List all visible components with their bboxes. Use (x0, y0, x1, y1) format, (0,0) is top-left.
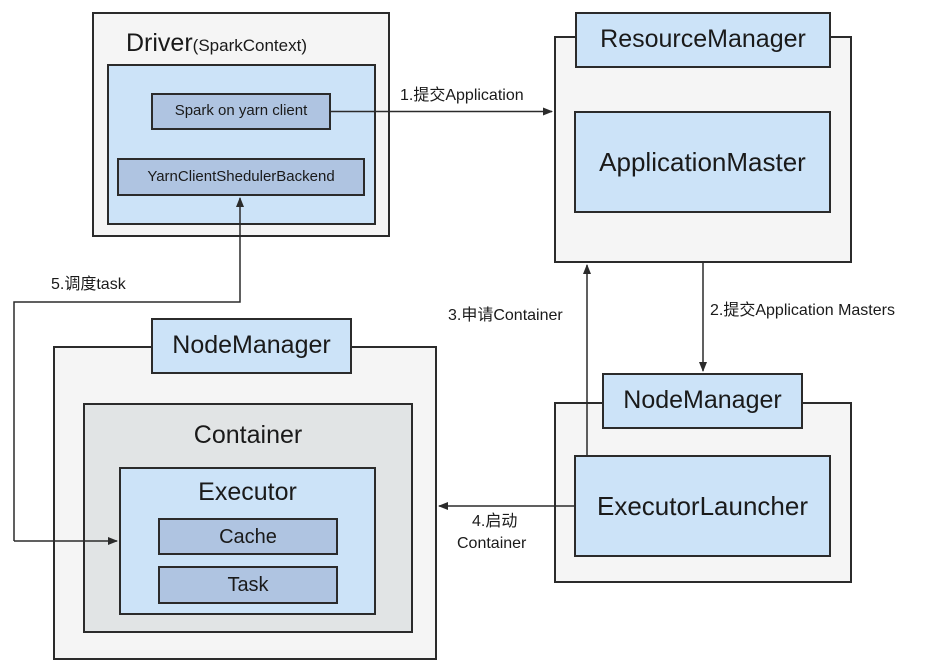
container-title: Container (193, 421, 303, 450)
edge-label-submit-app-masters: 2.提交Application Masters (710, 302, 895, 319)
driver-title-row: Driver(SparkContext) (126, 28, 307, 58)
edge-label-submit-application: 1.提交Application (400, 87, 524, 104)
node-manager-right-header: NodeManager (602, 373, 803, 429)
task-label: Task (227, 574, 269, 596)
edge-label-request-container: 3.申请Container (448, 307, 563, 324)
executor-launcher: ExecutorLauncher (574, 455, 831, 557)
yarn-client-scheduler-backend: YarnClientShedulerBackend (117, 158, 365, 196)
spark-on-yarn-client-label: Spark on yarn client (174, 102, 308, 120)
edge-label-launch-container-2: Container (457, 535, 527, 552)
node-manager-left-title: NodeManager (172, 331, 331, 360)
yarn-client-scheduler-backend-label: YarnClientShedulerBackend (147, 167, 335, 185)
executor-launcher-label: ExecutorLauncher (596, 490, 809, 521)
application-master: ApplicationMaster (574, 111, 831, 213)
node-manager-left-header: NodeManager (151, 318, 352, 374)
application-master-label: ApplicationMaster (599, 146, 806, 177)
edge-label-launch-container-1: 4.启动 (472, 513, 518, 530)
driver-subtitle: (SparkContext) (192, 36, 307, 55)
spark-on-yarn-client: Spark on yarn client (151, 93, 331, 130)
resource-manager-title: ResourceManager (600, 25, 806, 54)
edge-label-schedule-task: 5.调度task (51, 276, 126, 293)
driver-title: Driver (126, 29, 193, 57)
cache-box: Cache (158, 518, 338, 555)
executor-title: Executor (198, 478, 297, 507)
cache-label: Cache (219, 525, 277, 548)
resource-manager-header: ResourceManager (575, 12, 831, 68)
edge-schedule-task-up (13, 197, 244, 541)
node-manager-right-title: NodeManager (623, 386, 782, 415)
task-box: Task (158, 566, 338, 604)
